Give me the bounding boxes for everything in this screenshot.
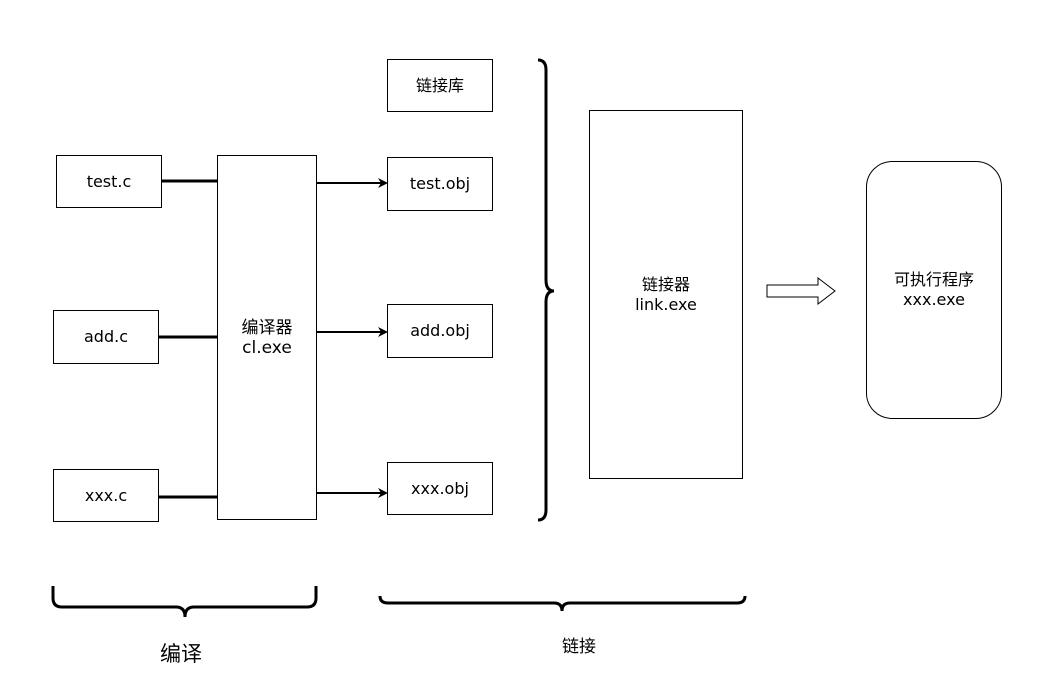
- source-file-label: xxx.c: [84, 485, 128, 505]
- object-file-label: xxx.obj: [411, 478, 469, 498]
- object-file-xxx-obj[interactable]: xxx.obj: [387, 462, 493, 515]
- executable-name: 可执行程序: [893, 270, 974, 289]
- compiler-name: 编译器: [241, 317, 293, 338]
- source-file-add-c[interactable]: add.c: [53, 310, 159, 364]
- link-library-box[interactable]: 链接库: [387, 59, 493, 112]
- source-file-label: test.c: [86, 171, 132, 191]
- source-file-xxx-c[interactable]: xxx.c: [53, 469, 159, 522]
- executable-exe: xxx.exe: [903, 290, 965, 309]
- object-file-label: test.obj: [409, 174, 471, 193]
- link-library-label: 链接库: [415, 75, 464, 95]
- source-file-label: add.c: [84, 327, 128, 346]
- link-stage-label: 链接: [562, 637, 596, 657]
- source-file-test-c[interactable]: test.c: [56, 155, 162, 208]
- object-file-test-obj[interactable]: test.obj: [387, 157, 493, 211]
- executable-output-box[interactable]: 可执行程序 xxx.exe: [866, 161, 1002, 419]
- compiler-exe: cl.exe: [242, 337, 292, 358]
- object-file-label: add.obj: [410, 321, 470, 340]
- output-arrow-icon: [766, 276, 836, 306]
- object-file-add-obj[interactable]: add.obj: [387, 304, 493, 358]
- compile-stage-label: 编译: [160, 642, 202, 666]
- compiler-box[interactable]: 编译器 cl.exe: [217, 155, 317, 520]
- compile-stage-brace: [51, 586, 318, 618]
- linker-name: 链接器: [641, 274, 690, 294]
- linker-exe: link.exe: [635, 294, 697, 314]
- link-stage-brace: [378, 595, 747, 612]
- linker-box[interactable]: 链接器 link.exe: [589, 110, 743, 479]
- link-inputs-brace: [537, 58, 555, 522]
